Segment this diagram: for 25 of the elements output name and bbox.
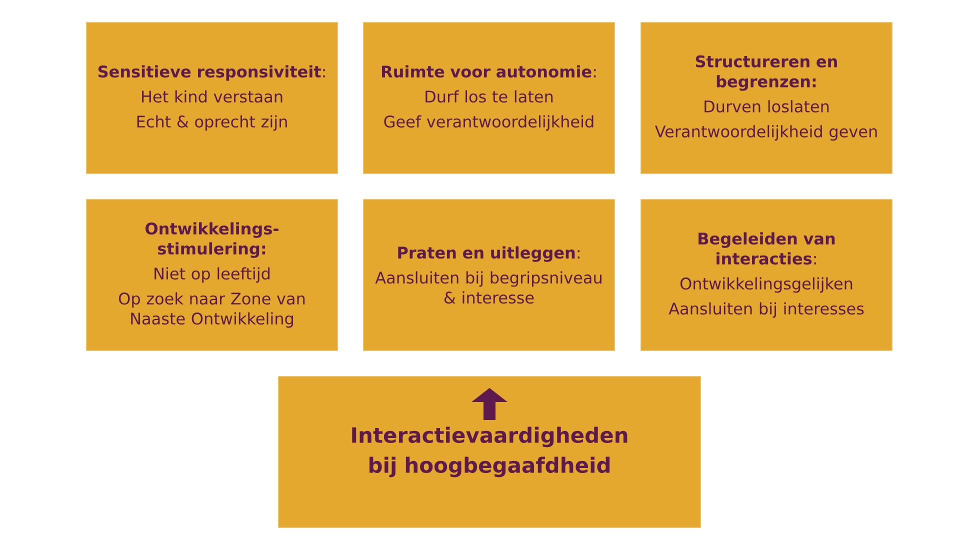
body-text: Verantwoordelijkheid geven — [655, 125, 877, 141]
body-text: Geef verantwoordelijkheid — [384, 115, 594, 131]
text-box — [86, 199, 338, 351]
text-box — [86, 22, 338, 174]
body-text: Aansluiten bij begripsniveau & interesse — [375, 271, 602, 304]
text-box — [363, 199, 615, 351]
body-text: Echt & oprecht zijn — [137, 115, 287, 131]
box-heading: Interactievaardigheden bij hoogbegaafdheid — [352, 426, 628, 478]
text-box — [640, 199, 892, 351]
body-text: Durven loslaten — [704, 100, 829, 112]
box-heading: Ontwikkelings- stimulering: — [146, 222, 278, 258]
text-box — [278, 376, 701, 528]
box-heading: Sensitieve responsiviteit: — [98, 65, 325, 81]
body-text: Ontwikkelingsgelijken — [680, 277, 852, 293]
box-heading: Praten en uitleggen: — [398, 246, 580, 262]
box-heading: Structureren en begrenzen: — [696, 55, 837, 91]
body-text: Niet op leeftijd — [154, 267, 270, 283]
text-box — [640, 22, 892, 174]
body-text: Durf los te laten — [426, 90, 553, 103]
body-text: Het kind verstaan — [142, 90, 282, 103]
body-text: Aansluiten bij interesses — [668, 302, 864, 318]
box-heading: Begeleiden van interacties: — [698, 232, 835, 265]
text-box — [363, 22, 615, 174]
body-text: Op zoek naar Zone van Naaste Ontwikkeling — [118, 292, 305, 328]
box-heading: Ruimte voor autonomie: — [382, 65, 596, 78]
